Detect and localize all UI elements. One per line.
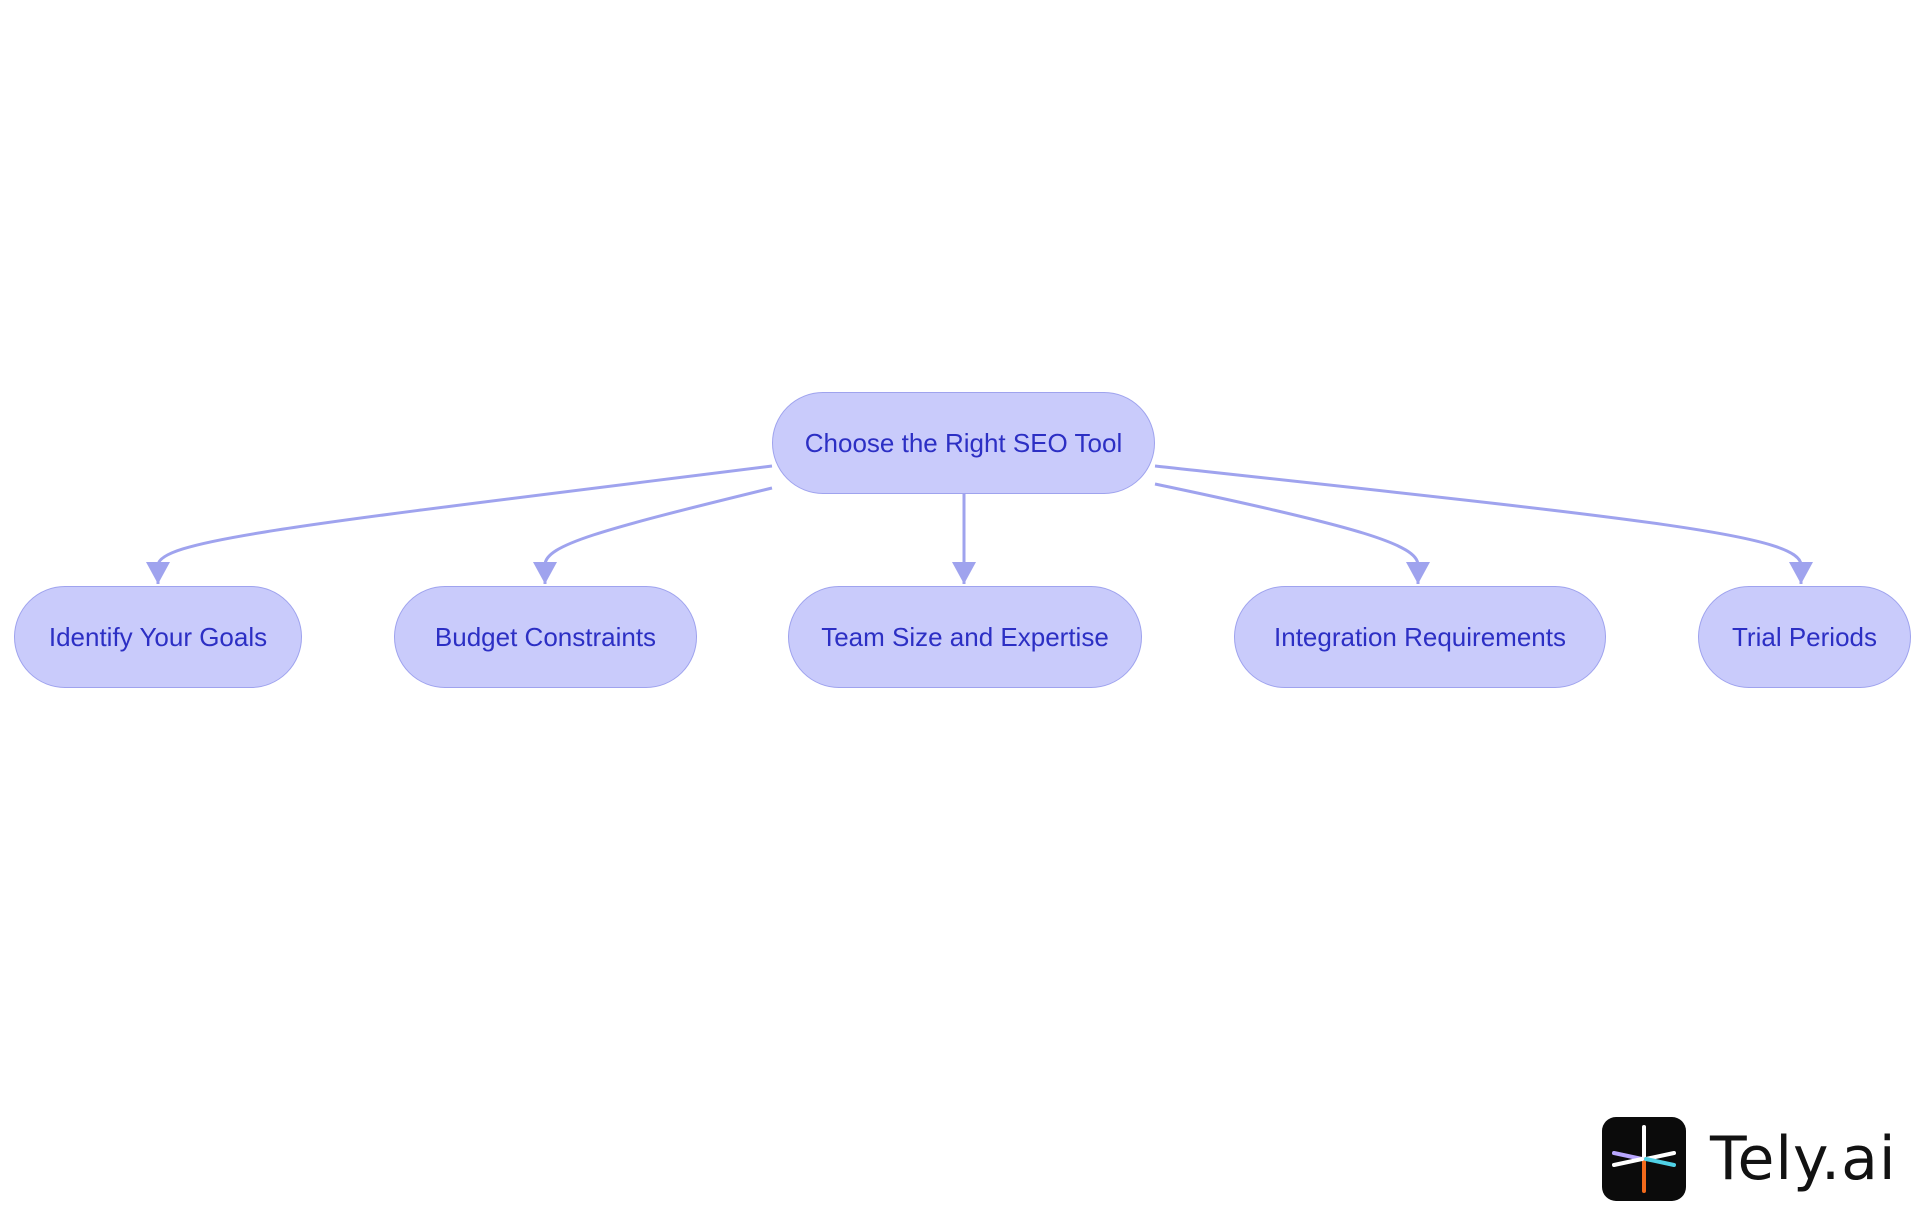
child-node-label: Identify Your Goals	[48, 621, 268, 652]
brand-name: Tely.ai	[1710, 1124, 1897, 1194]
tely-logo-icon	[1602, 1117, 1686, 1201]
brand-logo: Tely.ai	[1602, 1117, 1897, 1201]
edge-root-to-identify-your-goals	[146, 464, 773, 584]
root-node[interactable]: Choose the Right SEO Tool	[772, 392, 1155, 494]
edge-root-to-integration-requirements	[1154, 482, 1430, 584]
root-node-label: Choose the Right SEO Tool	[804, 427, 1123, 458]
child-node-integration-requirements[interactable]: Integration Requirements	[1234, 586, 1606, 688]
child-node-identify-your-goals[interactable]: Identify Your Goals	[14, 586, 302, 688]
edge-root-to-trial-periods	[1154, 464, 1813, 584]
child-node-label: Trial Periods	[1732, 621, 1877, 652]
child-node-label: Budget Constraints	[434, 621, 657, 652]
edge-root-to-budget-constraints	[533, 486, 773, 584]
child-node-trial-periods[interactable]: Trial Periods	[1698, 586, 1911, 688]
child-node-label: Team Size and Expertise	[821, 621, 1109, 652]
child-node-team-size-and-expertise[interactable]: Team Size and Expertise	[788, 586, 1142, 688]
child-node-label: Integration Requirements	[1274, 621, 1566, 652]
child-node-budget-constraints[interactable]: Budget Constraints	[394, 586, 697, 688]
